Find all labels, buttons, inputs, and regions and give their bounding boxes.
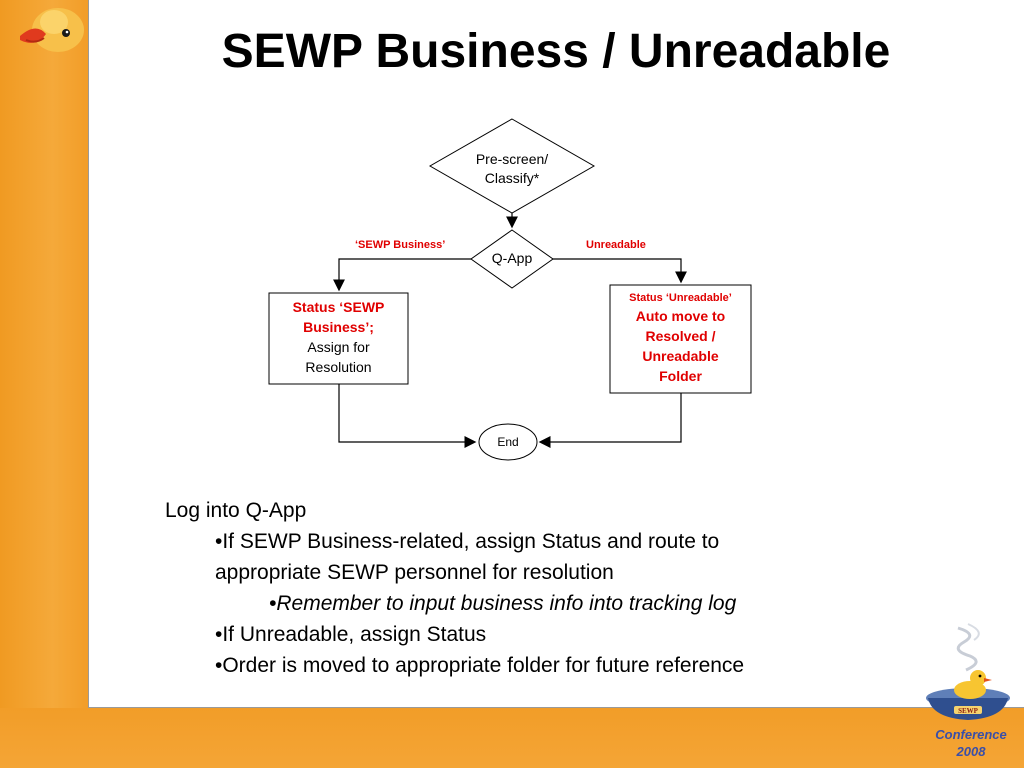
business-action-line2: Resolution [305,359,372,375]
business-status-line2: Business’; [303,319,374,335]
end-label: End [497,435,519,449]
duck-logo-icon [20,8,84,52]
bullet-item-unreadable: •If Unreadable, assign Status [215,623,487,646]
conference-label-line1: Conference [935,727,1007,742]
prescreen-label-line2: Classify* [484,170,540,186]
unreadable-action-line3: Unreadable [642,348,719,364]
bullet-item-business-line2: appropriate SEWP personnel for resolutio… [215,561,614,584]
bullet-item-business-line1: •If SEWP Business-related, assign Status… [215,530,720,553]
prescreen-label: Pre-screen/ Classify* [452,150,572,188]
unreadable-status-line: Status ‘Unreadable’ [629,292,732,304]
bullet-subitem-tracking: •Remember to input business info into tr… [269,592,737,615]
unreadable-action-line2: Resolved / [645,328,716,344]
prescreen-label-line1: Pre-screen/ [475,151,549,167]
unreadable-action-line1: Auto move to [635,308,726,324]
unreadable-action-line4: Folder [659,368,702,384]
bullet-heading: Log into Q-App [165,499,307,522]
qapp-label: Q-App [491,250,533,266]
bullet-list: Log into Q-App •If SEWP Business-related… [165,495,744,681]
business-box-text: Status ‘SEWP Business’; Assign for Resol… [270,297,407,377]
business-status-line1: Status ‘SEWP [292,299,385,315]
unreadable-box-text: Status ‘Unreadable’ Auto move to Resolve… [611,290,750,386]
edge-label-business: ‘SEWP Business’ [355,239,446,251]
slide-title: SEWP Business / Unreadable [221,25,891,78]
slide-content-area [88,0,1024,708]
conference-label: Conference 2008 [918,726,1024,760]
logo-badge-text: SEWP [958,707,979,715]
conference-logo-icon: SEWP [926,623,1010,720]
bullet-item-order-moved: •Order is moved to appropriate folder fo… [215,654,745,677]
bottom-frame-bar [0,708,1024,768]
edge-label-unreadable: Unreadable [586,239,646,251]
left-frame-bar [0,0,88,768]
conference-label-line2: 2008 [956,744,986,759]
business-action-line1: Assign for [307,339,370,355]
